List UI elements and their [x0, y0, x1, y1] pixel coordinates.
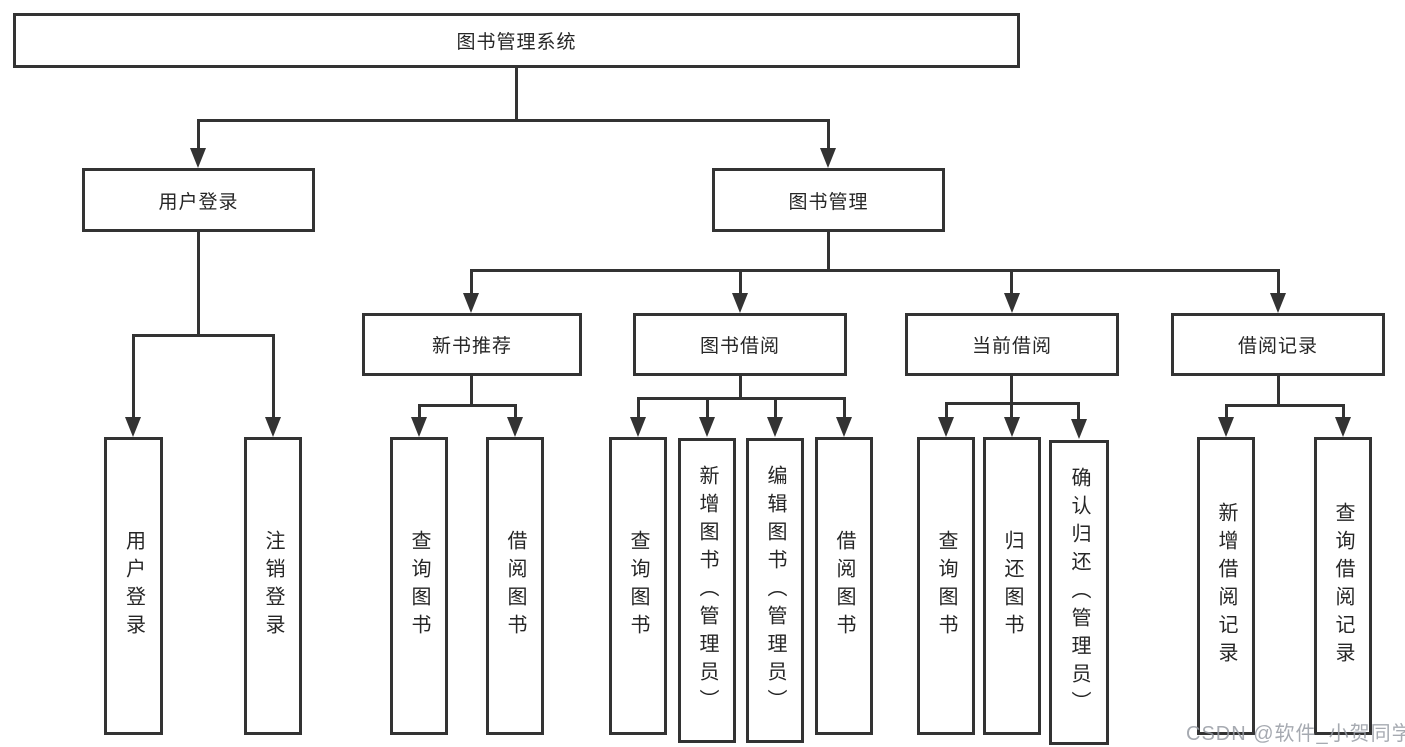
arrow-down-icon: [1004, 417, 1020, 437]
leaf-query-borrow-record: 查询借阅记录: [1314, 437, 1372, 735]
node-borrowing-records-label: 借阅记录: [1237, 336, 1318, 357]
leaf-query-books-borrowing: 查询图书: [609, 437, 667, 735]
arrow-down-icon: [732, 293, 748, 313]
leaf-return-books-label: 归还图书: [1001, 530, 1023, 642]
connector-line: [739, 269, 742, 295]
connector-line: [514, 404, 517, 419]
connector-line: [637, 397, 846, 400]
node-new-book-recommendation-label: 新书推荐: [431, 336, 512, 357]
connector-line: [1010, 402, 1013, 419]
node-book-management-label: 图书管理: [788, 191, 869, 213]
leaf-query-books-borrowing-label: 查询图书: [627, 530, 649, 642]
leaf-logout: 注销登录: [244, 437, 302, 735]
arrow-down-icon: [820, 148, 836, 168]
connector-line: [843, 397, 846, 419]
arrow-down-icon: [411, 417, 427, 437]
node-current-borrowing-label: 当前借阅: [971, 336, 1052, 357]
arrow-down-icon: [125, 417, 141, 437]
connector-line: [1010, 376, 1013, 404]
connector-line: [197, 232, 200, 335]
connector-line: [272, 334, 275, 419]
connector-line: [197, 119, 200, 150]
connector-line: [470, 376, 473, 406]
connector-line: [774, 397, 777, 419]
arrow-down-icon: [507, 417, 523, 437]
leaf-edit-book-admin-label: 编辑图书（管理员）: [764, 464, 786, 717]
connector-line: [739, 376, 742, 399]
connector-line: [637, 397, 640, 419]
connector-line: [132, 334, 275, 337]
leaf-query-books-current: 查询图书: [917, 437, 975, 735]
leaf-confirm-return-admin: 确认归还（管理员）: [1049, 440, 1109, 745]
leaf-confirm-return-admin-label: 确认归还（管理员）: [1068, 466, 1090, 719]
leaf-borrow-books-recommend: 借阅图书: [486, 437, 544, 735]
leaf-borrow-books-recommend-label: 借阅图书: [504, 530, 526, 642]
node-user-login-label: 用户登录: [158, 191, 239, 213]
watermark: CSDN @软件_小贺同学: [1186, 723, 1405, 745]
connector-line: [132, 334, 135, 419]
leaf-borrow-books-borrowing: 借阅图书: [815, 437, 873, 735]
node-new-book-recommendation: 新书推荐: [362, 313, 582, 376]
node-user-login: 用户登录: [82, 168, 315, 232]
node-book-borrowing-label: 图书借阅: [699, 336, 780, 357]
leaf-add-book-admin: 新增图书（管理员）: [678, 438, 736, 743]
leaf-user-login-label: 用户登录: [122, 530, 145, 642]
arrow-down-icon: [1335, 417, 1351, 437]
arrow-down-icon: [190, 148, 206, 168]
leaf-add-borrow-record-label: 新增借阅记录: [1215, 502, 1237, 670]
arrow-down-icon: [463, 293, 479, 313]
connector-line: [1010, 269, 1013, 295]
connector-line: [515, 68, 518, 121]
connector-line: [1225, 404, 1228, 419]
leaf-edit-book-admin: 编辑图书（管理员）: [746, 438, 804, 743]
arrow-down-icon: [938, 417, 954, 437]
connector-line: [1277, 376, 1280, 406]
arrow-down-icon: [630, 417, 646, 437]
node-current-borrowing: 当前借阅: [905, 313, 1119, 376]
node-root: 图书管理系统: [13, 13, 1020, 68]
connector-line: [1225, 404, 1345, 407]
node-book-management: 图书管理: [712, 168, 945, 232]
arrow-down-icon: [1004, 293, 1020, 313]
leaf-user-login: 用户登录: [104, 437, 163, 735]
leaf-query-borrow-record-label: 查询借阅记录: [1332, 502, 1354, 670]
connector-line: [1077, 402, 1080, 419]
leaf-add-borrow-record: 新增借阅记录: [1197, 437, 1255, 735]
node-borrowing-records: 借阅记录: [1171, 313, 1385, 376]
leaf-return-books: 归还图书: [983, 437, 1041, 735]
leaf-query-books-current-label: 查询图书: [935, 530, 957, 642]
arrow-down-icon: [1071, 419, 1087, 439]
connector-line: [418, 404, 421, 419]
arrow-down-icon: [1218, 417, 1234, 437]
arrow-down-icon: [836, 417, 852, 437]
connector-line: [1277, 269, 1280, 295]
leaf-add-book-admin-label: 新增图书（管理员）: [696, 464, 718, 717]
connector-line: [1342, 404, 1345, 419]
arrow-down-icon: [265, 417, 281, 437]
node-root-label: 图书管理系统: [456, 32, 577, 53]
arrow-down-icon: [699, 417, 715, 437]
connector-line: [945, 402, 948, 419]
connector-line: [827, 119, 830, 150]
connector-line: [706, 397, 709, 419]
connector-line: [470, 269, 473, 295]
leaf-query-books-recommend-label: 查询图书: [408, 530, 430, 642]
connector-line: [418, 404, 517, 407]
arrow-down-icon: [767, 417, 783, 437]
leaf-query-books-recommend: 查询图书: [390, 437, 448, 735]
connector-line: [197, 119, 830, 122]
node-book-borrowing: 图书借阅: [633, 313, 847, 376]
leaf-borrow-books-borrowing-label: 借阅图书: [833, 530, 855, 642]
connector-line: [470, 269, 1280, 272]
connector-line: [827, 232, 830, 271]
arrow-down-icon: [1270, 293, 1286, 313]
leaf-logout-label: 注销登录: [262, 530, 284, 642]
